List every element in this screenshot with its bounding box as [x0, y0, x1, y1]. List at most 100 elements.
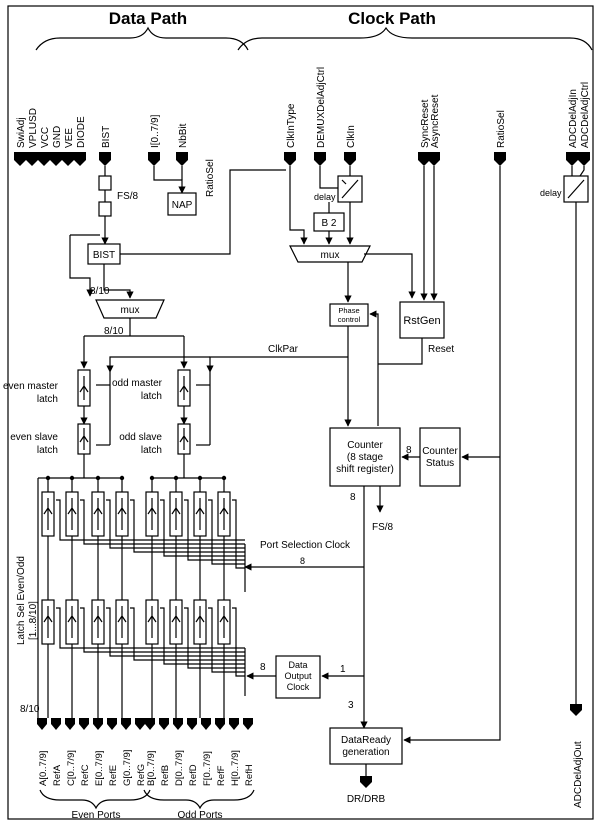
bottom-pin-label: RefB — [160, 765, 171, 786]
outer-frame — [7, 5, 594, 820]
top-pin-6 — [99, 152, 111, 166]
bottom-pin-label: B[0..7/9] — [146, 751, 157, 786]
bus-1-doc: 1 — [340, 664, 346, 675]
top-clock-pin-label: ADCDelAdjCtrl — [580, 82, 591, 148]
bus-810-bottom: 8/10 — [20, 704, 40, 715]
data-path-header: Data Path — [109, 9, 187, 28]
top-clock-pin-label: DEMUXDelAdjCtrl — [316, 67, 327, 148]
bottom-pin-label: G[0..7/9] — [122, 750, 133, 786]
bottom-pin-odd-5 — [215, 718, 225, 730]
clock-path-header: Clock Path — [348, 9, 436, 28]
bottom-pin-even-2 — [65, 718, 75, 730]
fs8-divider-top — [98, 175, 112, 191]
top-clock-pin-label: AsyncReset — [430, 94, 441, 148]
bottom-pin-label: C[0..7/9] — [66, 750, 77, 786]
dataready-block — [329, 727, 403, 765]
top-pin-0 — [14, 152, 26, 166]
bottom-pin-odd-4 — [201, 718, 211, 730]
top-pin-4 — [62, 152, 74, 166]
top-pin-label: VEE — [64, 128, 75, 148]
odd-ports-label: Odd Ports — [177, 810, 222, 821]
bottom-pin-label: RefC — [80, 764, 91, 786]
adc-out-pin — [570, 704, 582, 716]
data-path-brace — [35, 26, 249, 51]
bus-3: 3 — [348, 700, 354, 711]
data-mux-label: mux — [121, 305, 140, 316]
bottom-pin-odd-3 — [187, 718, 197, 730]
bottom-pin-even-7 — [135, 718, 145, 730]
bottom-pin-odd-2 — [173, 718, 183, 730]
bus-810-b: 8/10 — [104, 326, 124, 337]
fs8-divider-bottom — [98, 201, 112, 217]
top-pin-5 — [74, 152, 86, 166]
top-clock-pin-7 — [578, 152, 590, 166]
bottom-pin-odd-1 — [159, 718, 169, 730]
top-clock-pin-label: ClkInType — [286, 103, 297, 148]
bottom-pin-odd-7 — [243, 718, 253, 730]
latch-array — [37, 475, 245, 718]
latch-sel-range: [1...8/10] — [28, 601, 39, 640]
bottom-pin-odd-0 — [145, 718, 155, 730]
clkpar-label: ClkPar — [268, 344, 299, 355]
nap-label: NAP — [172, 200, 193, 211]
rstgen-label: RstGen — [403, 315, 440, 327]
rstgen-block — [399, 301, 445, 339]
top-pin-label: VCC — [40, 127, 51, 148]
even-ports-label: Even Ports — [72, 810, 121, 821]
top-pin-7 — [148, 152, 160, 166]
top-clock-pin-label: RatioSel — [496, 110, 507, 148]
top-clock-pin-label: ADCDelAdjIn — [568, 89, 579, 148]
bottom-pin-even-0 — [37, 718, 47, 730]
bottom-pin-even-6 — [121, 718, 131, 730]
bus-8-status: 8 — [406, 445, 412, 456]
top-pin-label: GND — [52, 126, 63, 148]
odd-ports-brace — [143, 789, 255, 810]
top-clock-pin-2 — [344, 152, 356, 166]
top-clock-pin-label: SyncReset — [420, 99, 431, 148]
counter-block — [329, 427, 401, 487]
top-clock-pin-3 — [418, 152, 430, 166]
top-clock-pin-label: ClkIn — [346, 125, 357, 148]
fs8-top-label: FS/8 — [117, 191, 139, 202]
clock-mux — [289, 245, 371, 263]
top-pin-label: DIODE — [76, 116, 87, 148]
bottom-pin-label: RefA — [52, 764, 63, 786]
clock-mux-label: mux — [321, 250, 340, 261]
clock-delay-label: delay — [314, 192, 336, 202]
bottom-pin-label: RefH — [244, 764, 255, 786]
top-pin-2 — [38, 152, 50, 166]
bottom-pin-label: RefG — [136, 764, 147, 786]
bus-8-psc: 8 — [300, 556, 305, 566]
top-pin-label: I[0..7/9] — [150, 114, 161, 148]
ratiosel-nap-label: RatioSel — [205, 159, 216, 197]
port-selection-clock-label: Port Selection Clock — [260, 540, 351, 551]
top-pin-label: VPLUSD — [28, 108, 39, 148]
fs8-bottom-label: FS/8 — [372, 522, 394, 533]
bottom-pin-even-5 — [107, 718, 117, 730]
bus-810-a: 8/10 — [90, 286, 110, 297]
data-output-clock-block — [275, 655, 321, 699]
top-pin-3 — [50, 152, 62, 166]
bottom-pin-label: A[0..7/9] — [38, 751, 49, 786]
adc-delay-label: delay — [540, 188, 562, 198]
top-pin-label: SwiAdj — [16, 117, 27, 148]
clock-path-brace — [237, 26, 593, 51]
bottom-pin-odd-6 — [229, 718, 239, 730]
bus-8-doc: 8 — [260, 662, 266, 673]
counter-status-block — [419, 427, 461, 487]
top-clock-pin-4 — [428, 152, 440, 166]
data-mux — [95, 299, 165, 319]
adc-out-label: ADCDelAdjOut — [573, 741, 584, 808]
top-pin-label: NbBit — [178, 123, 189, 148]
